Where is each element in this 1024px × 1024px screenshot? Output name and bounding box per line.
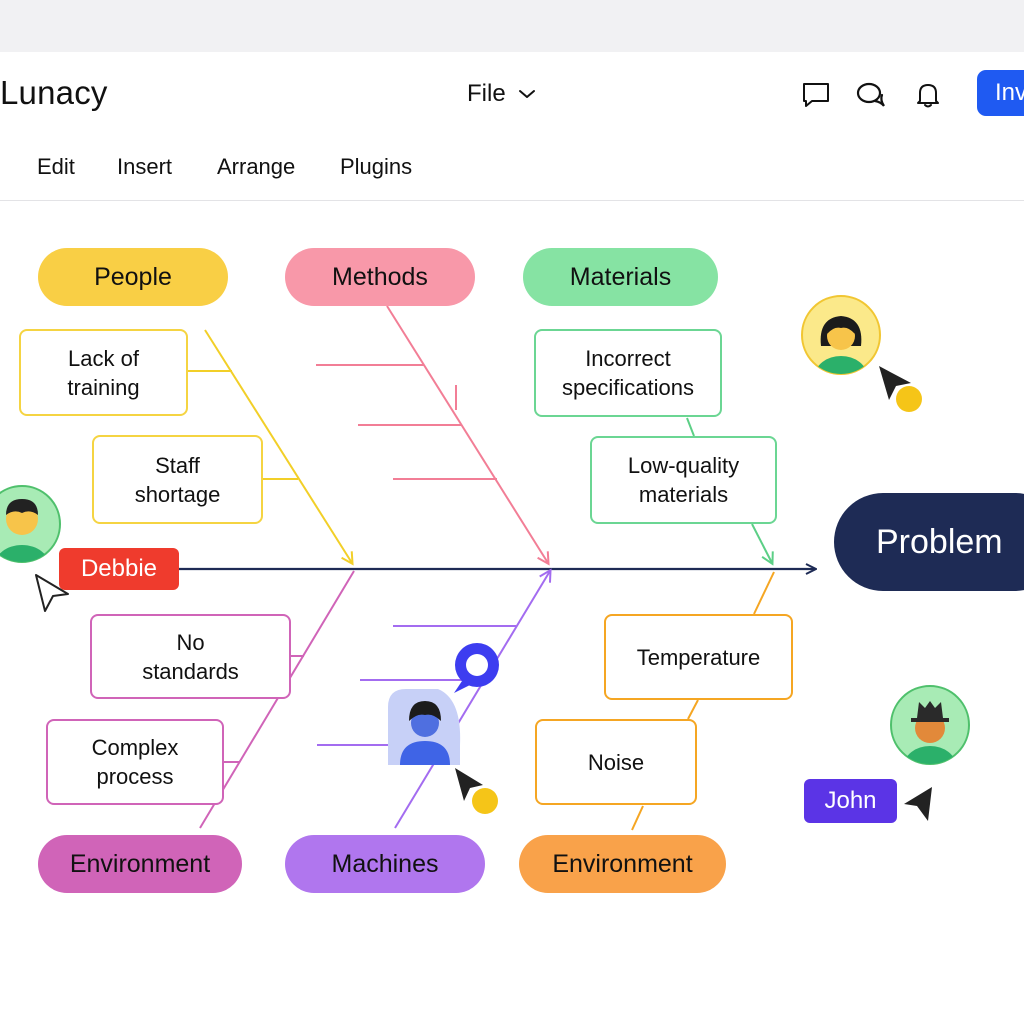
cause-temperature[interactable]: Temperature [604,614,793,700]
file-menu-label: File [467,80,506,107]
app-header: Lunacy File Invite [0,52,1024,135]
collaborator-tag-debbie: Debbie [59,548,179,590]
category-people[interactable]: People [38,248,228,306]
problem-node[interactable]: Problem [834,493,1024,591]
cursor-arrow-icon [35,574,69,612]
category-machines[interactable]: Machines [285,835,485,893]
cursor-arrow-icon [879,366,922,412]
cause-lack-of-training[interactable]: Lack of training [19,329,188,416]
category-materials[interactable]: Materials [523,248,718,306]
comment-icon[interactable] [800,80,832,110]
avatar-collaborator-yellow [801,295,881,375]
category-methods[interactable]: Methods [285,248,475,306]
cause-incorrect-specifications[interactable]: Incorrect specifications [534,329,722,417]
location-pin-icon [454,643,499,693]
avatar-john [890,685,970,765]
environment-left-bone [199,570,355,829]
category-environment-right[interactable]: Environment [519,835,726,893]
menu-item-edit[interactable]: Edit [37,154,75,179]
menu-item-plugins[interactable]: Plugins [340,154,413,179]
app-title: Lunacy [0,74,108,111]
environment-right-bone [753,571,775,615]
invite-button[interactable]: Invite [977,70,1024,116]
cursor-arrow-icon [904,787,932,821]
menu-item-arrange[interactable]: Arrange [217,154,296,179]
menu-bar: Edit Insert Arrange Plugins [0,134,1024,201]
collaborator-tag-john: John [804,779,897,823]
chevron-down-icon [518,90,535,98]
cursor-arrow-icon [455,768,498,814]
chat-icon[interactable] [855,80,887,110]
cause-no-standards[interactable]: No standards [90,614,291,699]
people-bone [204,329,352,563]
bell-icon[interactable] [912,80,944,110]
avatar-collaborator-blue [388,689,461,765]
category-environment-left[interactable]: Environment [38,835,242,893]
materials-bone [751,523,772,563]
cause-low-quality-materials[interactable]: Low-quality materials [590,436,777,524]
methods-bone [386,305,548,563]
menu-item-insert[interactable]: Insert [117,154,173,179]
cause-noise[interactable]: Noise [535,719,697,805]
cause-staff-shortage[interactable]: Staff shortage [92,435,263,524]
machines-bone [394,571,550,829]
avatar-debbie [0,485,61,563]
cause-complex-process[interactable]: Complex process [46,719,224,805]
file-menu[interactable]: File [467,80,536,108]
